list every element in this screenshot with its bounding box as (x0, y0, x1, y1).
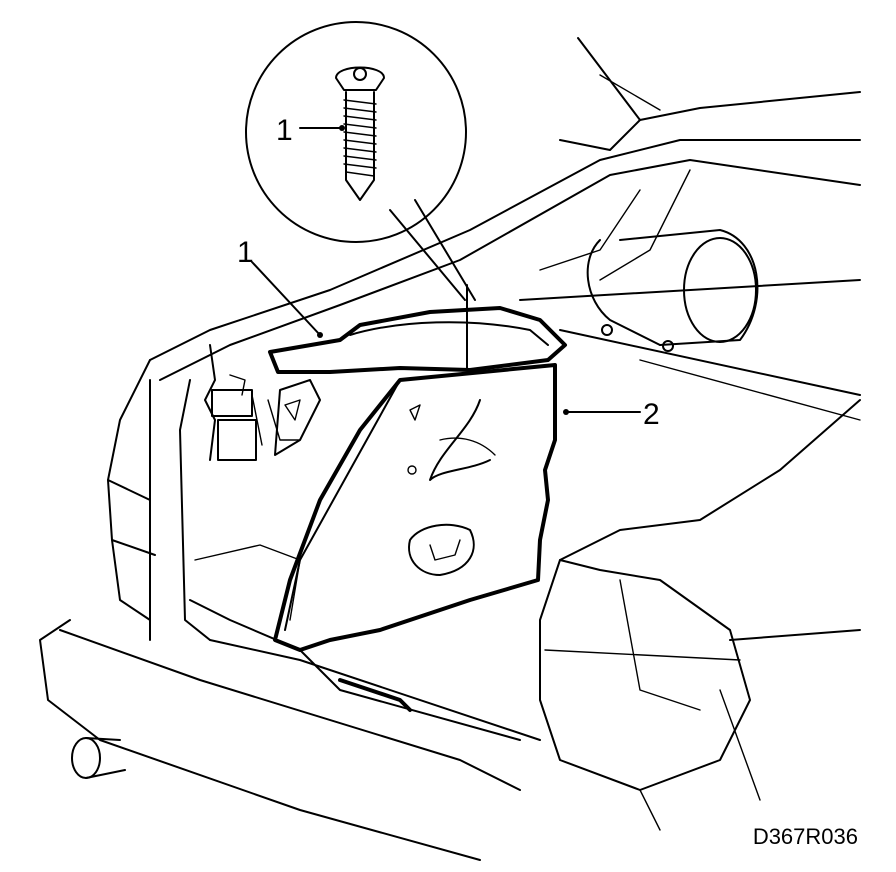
callout-screw-detail: 1 (276, 114, 293, 147)
side-trim-panel (268, 306, 567, 652)
callout-screw: 1 (237, 236, 254, 269)
screw-detail-magnifier (245, 21, 476, 371)
spare-tire (586, 229, 759, 352)
drawing-code: D367R036 (753, 824, 858, 849)
callout-panel: 2 (643, 398, 660, 431)
exhaust-pipe (71, 737, 126, 779)
car-body (39, 139, 861, 861)
leader-lines (251, 125, 641, 415)
lamp-bracket (204, 344, 301, 461)
trunk-floor (189, 544, 521, 741)
trunk-lid (559, 37, 861, 151)
screw-icon (335, 66, 385, 201)
